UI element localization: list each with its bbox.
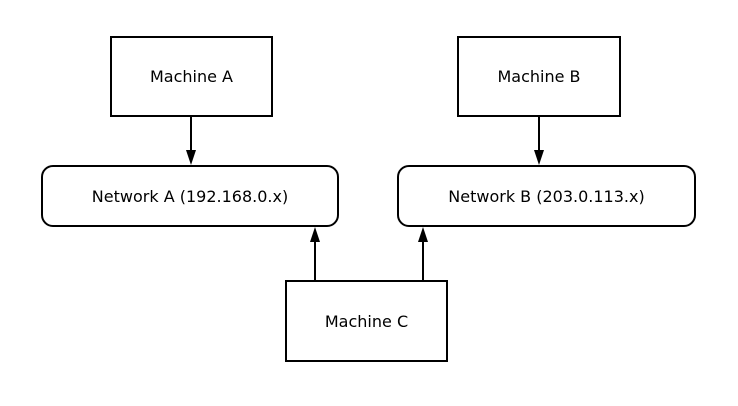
arrowhead-down-icon: [186, 150, 196, 165]
node-network-b: Network B (203.0.113.x): [397, 165, 696, 227]
edge-machine-b-to-network-b: [534, 117, 544, 165]
edge-machine-c-to-network-b: [418, 227, 428, 280]
node-network-a: Network A (192.168.0.x): [41, 165, 339, 227]
node-network-a-label: Network A (192.168.0.x): [91, 186, 289, 206]
node-machine-c-label: Machine C: [324, 311, 409, 331]
arrowhead-up-icon: [418, 227, 428, 242]
node-network-b-label: Network B (203.0.113.x): [448, 186, 645, 206]
node-machine-a: Machine A: [110, 36, 273, 117]
node-machine-c: Machine C: [285, 280, 448, 362]
arrowhead-up-icon: [310, 227, 320, 242]
node-machine-a-label: Machine A: [149, 67, 233, 86]
arrowhead-down-icon: [534, 150, 544, 165]
node-machine-b: Machine B: [457, 36, 621, 117]
edge-machine-a-to-network-a: [186, 117, 196, 165]
node-machine-b-label: Machine B: [497, 67, 581, 86]
edge-machine-c-to-network-a: [310, 227, 320, 280]
